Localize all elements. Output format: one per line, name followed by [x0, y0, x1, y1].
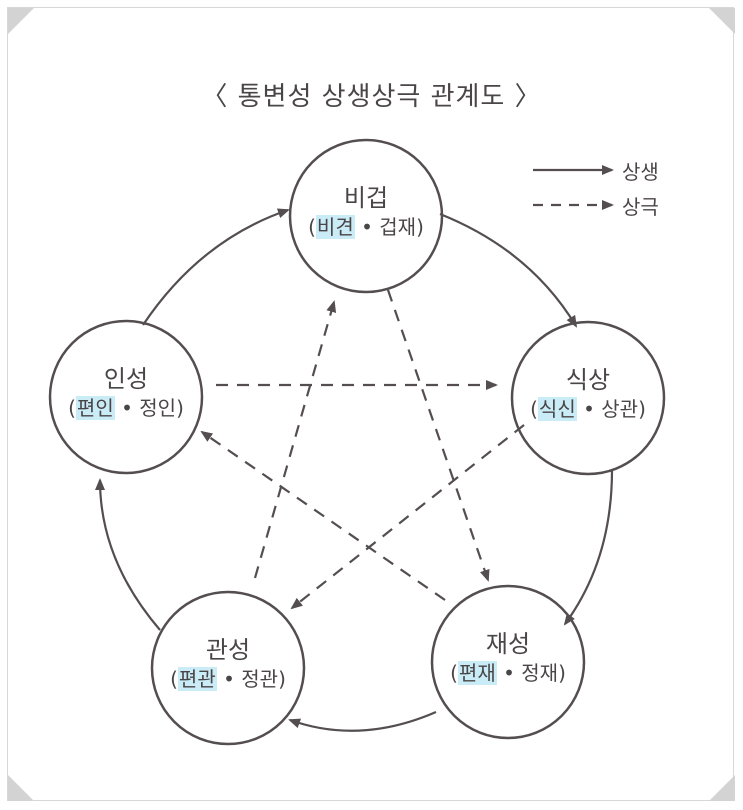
- image-frame: [7, 7, 734, 801]
- node-members: (편관 • 정관): [170, 667, 286, 691]
- node-gwanseong: 관성 (편관 • 정관): [148, 635, 308, 693]
- arrow-sanggeuk-bigeop-jaeseong: [386, 289, 490, 582]
- diagram-title: 〈 통변성 상생상극 관계도 〉: [201, 82, 542, 112]
- node-circle-jaeseong: [430, 584, 586, 740]
- node-name: 인성: [103, 365, 149, 393]
- node-members: (식신 • 상관): [530, 397, 646, 421]
- corner-decoration: [709, 8, 735, 34]
- node-circle-gwanseong: [150, 590, 306, 746]
- node-name: 비겁: [343, 184, 389, 212]
- arrow-saengsaeng-jaeseong-gwanseong: [288, 710, 437, 732]
- highlighted-member: 편관: [177, 667, 217, 691]
- highlighted-member: 식신: [537, 397, 577, 421]
- node-name: 재성: [485, 630, 531, 658]
- node-name: 관성: [205, 636, 251, 664]
- corner-decoration: [8, 775, 34, 801]
- node-members: (편재 • 정재): [450, 661, 566, 685]
- arrow-sanggeuk-siksang-gwanseong: [290, 424, 525, 610]
- node-jaeseong: 재성 (편재 • 정재): [428, 629, 588, 687]
- arrow-saengsaeng-siksang-jaeseong: [563, 469, 614, 626]
- node-members: (비견 • 겁재): [308, 215, 424, 239]
- node-inseong: 인성 (편인 • 정인): [46, 364, 206, 422]
- node-circle-bigeop: [288, 138, 444, 294]
- arrow-saengsaeng-gwanseong-inseong: [95, 478, 161, 631]
- highlighted-member: 편인: [75, 396, 115, 420]
- legend-solid-label: 상생: [622, 160, 659, 184]
- arrow-saengsaeng-inseong-bigeop: [142, 208, 290, 326]
- node-bigeop: 비겁 (비견 • 겁재): [286, 183, 446, 241]
- node-circle-inseong: [48, 319, 204, 475]
- arrow-sanggeuk-gwanseong-bigeop: [253, 300, 337, 579]
- highlighted-member: 비견: [315, 215, 355, 239]
- node-siksang: 식상 (식신 • 상관): [508, 365, 668, 423]
- arrow-sanggeuk-jaeseong-inseong: [200, 430, 446, 601]
- arrow-saengsaeng-bigeop-siksang: [439, 212, 578, 328]
- corner-decoration: [8, 8, 34, 34]
- node-members: (편인 • 정인): [68, 396, 184, 420]
- node-circle-siksang: [510, 320, 666, 476]
- corner-decoration: [709, 775, 735, 801]
- highlighted-member: 편재: [457, 661, 497, 685]
- node-name: 식상: [565, 366, 611, 394]
- legend-dashed-label: 상극: [622, 195, 659, 219]
